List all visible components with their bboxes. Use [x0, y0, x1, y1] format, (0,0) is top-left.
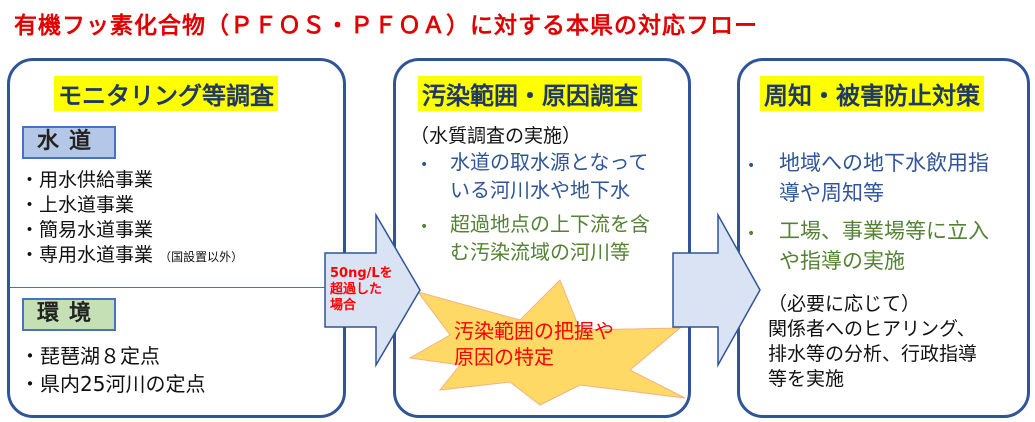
- countermeasure-heading: 周知・被害防止対策: [760, 76, 984, 111]
- list-item: ・上水道事業: [20, 194, 135, 216]
- monitoring-box: [7, 58, 346, 418]
- investigation-heading: 汚染範囲・原因調査: [418, 76, 642, 111]
- investigation-bullet-2: •超過地点の上下流を含 む汚染流域の河川等: [420, 212, 650, 264]
- list-item: ・県内25河川の定点: [20, 372, 206, 396]
- burst-text: 汚染範囲の把握や原因の特定: [454, 319, 614, 369]
- starburst-shape: [408, 279, 686, 406]
- water-list: ・用水供給事業 ・上水道事業 ・簡易水道事業 ・専用水道事業 （国設置以外）: [20, 168, 243, 270]
- list-item: ・専用水道事業 （国設置以外）: [20, 244, 244, 266]
- countermeasure-bullet-2: •工場、事業場等に立入 や指導の実施: [747, 219, 989, 273]
- env-label: 環境: [22, 298, 116, 331]
- arrow-right-2: [672, 212, 761, 368]
- list-item: ・琵琶湖８定点: [20, 344, 160, 368]
- monitoring-heading: モニタリング等調査: [54, 76, 278, 111]
- water-label: 水道: [22, 126, 116, 159]
- list-item: ・用水供給事業: [20, 169, 154, 191]
- countermeasure-note: （必要に応じて）関係者へのヒアリング、排水等の分析、行政指導等を実施: [768, 293, 978, 390]
- env-list: ・琵琶湖８定点 ・県内25河川の定点: [20, 342, 205, 398]
- investigation-bullet-1: •水道の取水源となって いる河川水や地下水: [420, 150, 649, 202]
- threshold-label: 50ng/Lを超過した場合: [330, 266, 393, 313]
- note: （国設置以外）: [159, 250, 244, 264]
- investigation-sub: （水質調査の実施）: [410, 125, 582, 147]
- arrow-right-1: [324, 212, 421, 368]
- divider: [10, 287, 343, 288]
- countermeasure-box: [737, 58, 1030, 418]
- page-title: 有機フッ素化合物（ＰＦＯＳ・ＰＦＯＡ）に対する本県の対応フロー: [14, 13, 758, 39]
- list-item: ・簡易水道事業: [20, 219, 154, 241]
- countermeasure-bullet-1: •地域への地下水飲用指 導や周知等: [747, 151, 989, 205]
